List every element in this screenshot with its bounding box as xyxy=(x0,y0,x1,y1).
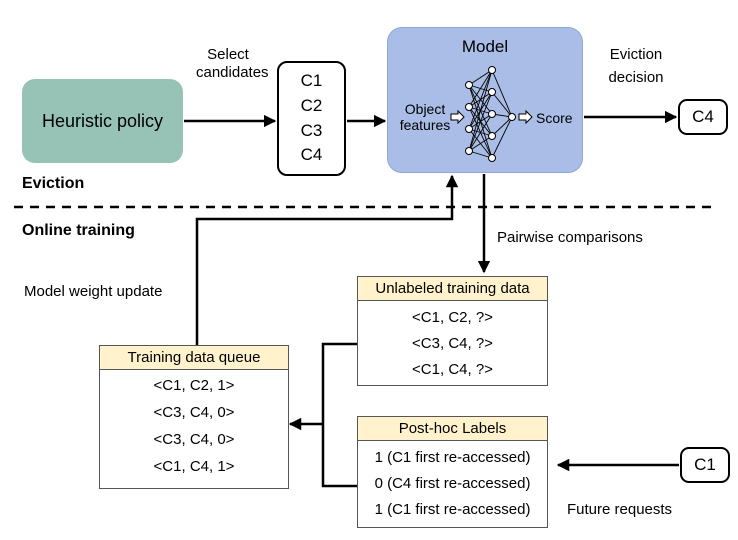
candidate-item: C2 xyxy=(300,95,323,115)
training-queue-table: Training data queue <C1, C2, 1> <C3, C4,… xyxy=(99,345,289,489)
neural-network-icon xyxy=(450,66,533,162)
table-row: <C1, C4, ?> xyxy=(412,361,493,378)
candidates-box: C1 C2 C3 C4 xyxy=(277,61,346,176)
evicted-object-box: C4 xyxy=(678,99,728,135)
table-row: <C1, C2, 1> xyxy=(153,377,235,394)
select-candidates-label: Select candidates xyxy=(196,46,269,81)
table-title: Post-hoc Labels xyxy=(358,417,547,441)
model-box: Model Object features Score xyxy=(387,27,583,173)
table-row: <C3, C4, 0> xyxy=(153,404,235,421)
model-weight-update-label: Model weight update xyxy=(24,283,163,300)
arrow-weight-update xyxy=(195,174,459,345)
table-row: 1 (C1 first re-accessed) xyxy=(374,449,531,466)
table-title: Unlabeled training data xyxy=(358,277,547,301)
table-row: <C1, C4, 1> xyxy=(153,458,235,475)
score-label: Score xyxy=(536,110,573,126)
posthoc-labels-table: Post-hoc Labels 1 (C1 first re-accessed)… xyxy=(357,416,548,528)
connector-unlabeled-merge xyxy=(321,342,357,424)
pairwise-comparisons-label: Pairwise comparisons xyxy=(497,229,643,246)
candidate-item: C1 xyxy=(300,71,323,91)
model-title: Model xyxy=(461,37,509,56)
eviction-decision-label: Eviction decision xyxy=(608,46,664,86)
heuristic-policy-label: Heuristic policy xyxy=(41,110,164,131)
table-row: 0 (C4 first re-accessed) xyxy=(374,475,531,492)
section-training-label: Online training xyxy=(22,222,135,239)
table-row: 1 (C1 first re-accessed) xyxy=(374,501,531,518)
heuristic-policy-box: Heuristic policy xyxy=(22,79,183,163)
unlabeled-data-table: Unlabeled training data <C1, C2, ?> <C3,… xyxy=(357,276,548,386)
table-title: Training data queue xyxy=(100,346,288,370)
connector-posthoc-merge xyxy=(321,424,357,488)
table-row: <C3, C4, ?> xyxy=(412,335,493,352)
table-row: <C1, C2, ?> xyxy=(412,309,493,326)
future-request-box: C1 xyxy=(680,447,730,483)
candidate-item: C3 xyxy=(300,120,323,140)
table-row: <C3, C4, 0> xyxy=(153,431,235,448)
future-requests-label: Future requests xyxy=(567,501,673,518)
section-eviction-label: Eviction xyxy=(22,175,85,192)
candidate-item: C4 xyxy=(300,145,323,165)
object-features-label: Object features xyxy=(399,101,451,134)
